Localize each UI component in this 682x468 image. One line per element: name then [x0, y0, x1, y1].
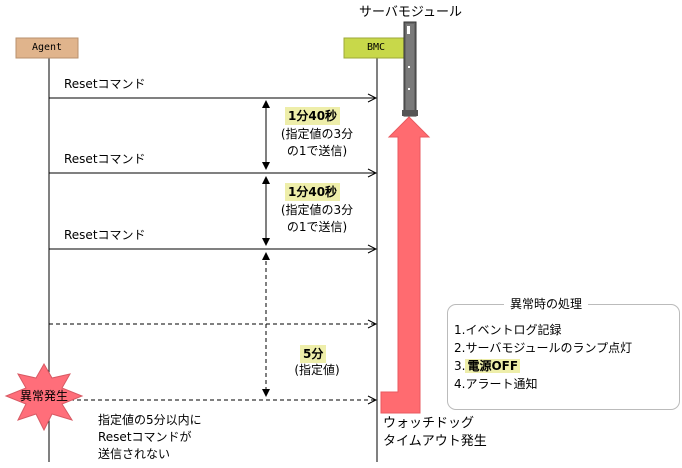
failure-burst — [4, 362, 84, 432]
message-label-1: Resetコマンド — [64, 77, 146, 91]
failure-note-1: 指定値の5分以内に — [98, 413, 202, 427]
legend-item-2: 2.サーバモジュールのランプ点灯 — [454, 341, 633, 355]
server-module-label: サーバモジュール — [359, 5, 462, 20]
agent-box — [15, 37, 79, 59]
failure-burst-label: 異常発生 — [20, 389, 69, 403]
agent-label: Agent — [31, 42, 63, 53]
interval-time-1: 1分40秒 — [285, 107, 341, 125]
watchdog-line-2: タイムアウト発生 — [383, 434, 487, 449]
bmc-label: BMC — [366, 42, 386, 53]
legend-title: 異常時の処理 — [504, 296, 589, 312]
failure-note-2: Resetコマンドが — [98, 430, 192, 444]
error-handling-legend: 異常時の処理 1.イベントログ記録 2.サーバモジュールのランプ点灯 3.電源O… — [447, 296, 680, 410]
message-label-2: Resetコマンド — [64, 152, 146, 166]
message-label-3: Resetコマンド — [64, 228, 146, 242]
failure-note-3: 送信されない — [98, 447, 171, 461]
legend-item-3: 3.電源OFF — [454, 359, 521, 373]
interval-note-3a: (指定値) — [294, 363, 340, 377]
server-module-device — [402, 21, 418, 117]
interval-time-2: 1分40秒 — [285, 183, 341, 201]
interval-note-1a: (指定値の3分 — [280, 127, 354, 141]
legend-item-1: 1.イベントログ記録 — [454, 323, 562, 337]
legend-item-4: 4.アラート通知 — [454, 377, 538, 391]
interval-time-3: 5分 — [300, 345, 327, 363]
power-off-arrow — [380, 116, 431, 414]
interval-note-2a: (指定値の3分 — [280, 203, 354, 217]
interval-note-1b: の1で送信) — [286, 144, 348, 158]
interval-arrow-1 — [262, 100, 270, 170]
interval-arrow-3 — [262, 252, 270, 397]
power-off-highlight: 電源OFF — [465, 359, 521, 373]
interval-arrow-2 — [262, 176, 270, 246]
interval-note-2b: の1で送信) — [286, 220, 348, 234]
watchdog-line-1: ウォッチドッグ — [383, 416, 475, 431]
